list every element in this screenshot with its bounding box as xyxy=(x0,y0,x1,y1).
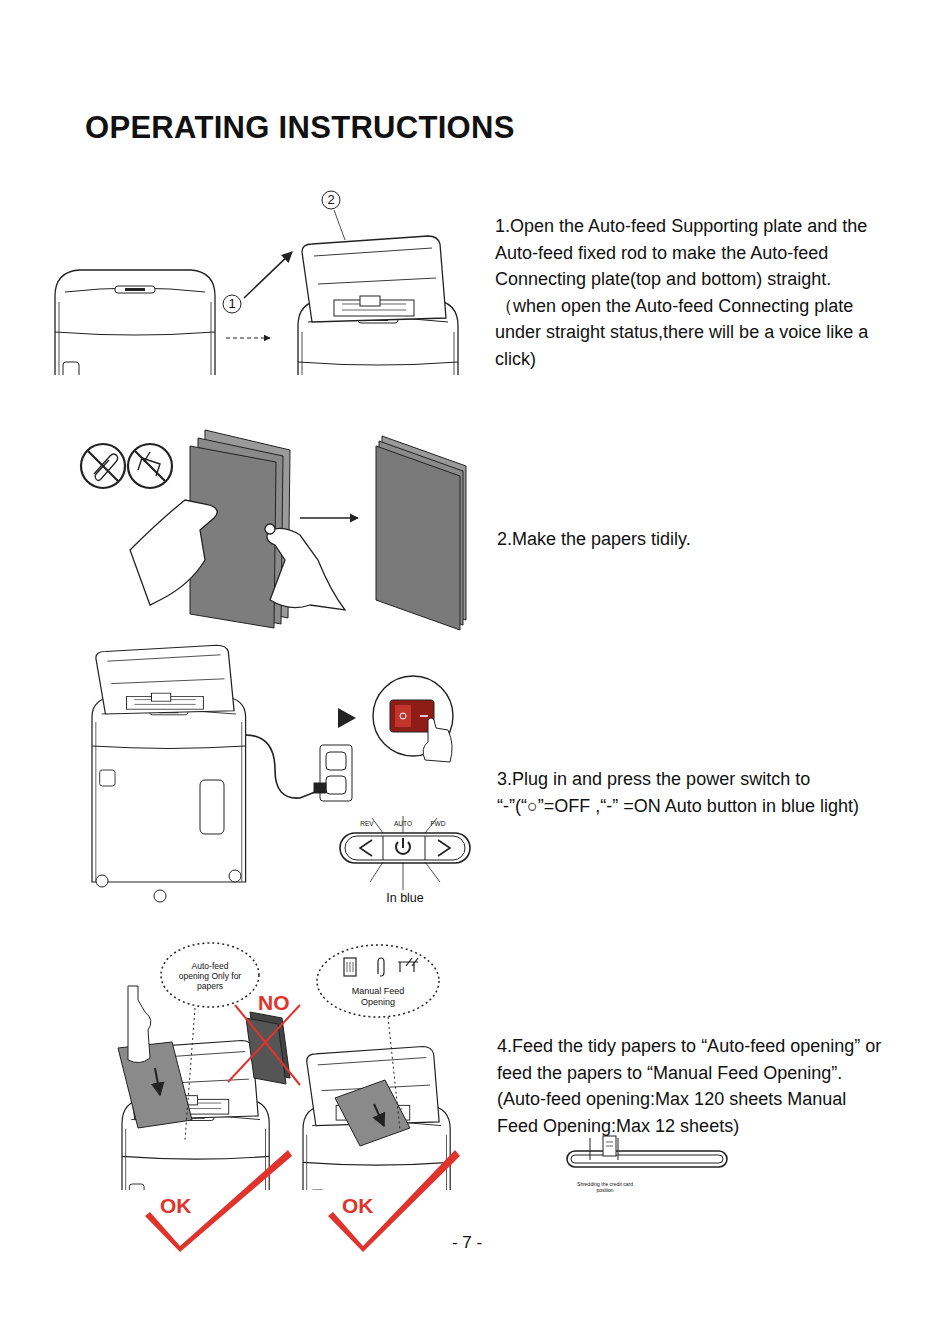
node-text: 2 xyxy=(327,193,334,208)
fade-arrow xyxy=(245,708,356,728)
step-text: 4.Feed the tidy papers to “Auto-feed ope… xyxy=(497,1033,887,1139)
callout-number: 2 xyxy=(321,190,341,210)
button-label: FWD xyxy=(425,820,451,828)
approval-mark: OK xyxy=(160,1193,210,1218)
warning-mark: NO xyxy=(258,990,308,1015)
move-arrow xyxy=(226,338,270,339)
node-text: Manual Feed Opening xyxy=(336,986,420,1007)
step-text: 1.Open the Auto-feed Supporting plate an… xyxy=(495,213,887,372)
step-text: 3.Plug in and press the power switch to … xyxy=(497,766,877,819)
paper-stack-tidy xyxy=(376,436,466,630)
shredder-open xyxy=(298,236,458,375)
callout-bubble: Auto-feed opening Only for papers xyxy=(160,942,260,1008)
callout-bubble: Manual Feed Opening xyxy=(316,944,440,1018)
leader-line xyxy=(388,1017,400,1130)
button-label: AUTO xyxy=(388,820,418,828)
node-outline xyxy=(223,295,241,313)
node-outline xyxy=(317,945,439,1017)
tidy-arrow xyxy=(300,517,358,518)
power-switch xyxy=(373,676,453,762)
check-marks xyxy=(145,1150,460,1252)
leader-line xyxy=(185,1008,195,1140)
control-panel xyxy=(340,816,470,890)
step-text: 2.Make the papers tidily. xyxy=(497,526,877,553)
wall-outlet xyxy=(314,745,352,801)
shredder-closed xyxy=(55,270,215,375)
node-text: Auto-feed opening Only for papers xyxy=(176,962,244,991)
slot-note: Shredding the credit card position xyxy=(573,1181,637,1193)
prohibited-icons xyxy=(81,444,172,488)
indicator-note: In blue xyxy=(378,891,432,906)
page-title: OPERATING INSTRUCTIONS xyxy=(85,106,515,151)
node-outline xyxy=(316,944,440,1018)
callout-number: 1 xyxy=(222,294,242,314)
hands xyxy=(130,500,345,610)
shredder-plugged xyxy=(92,645,246,902)
manual-feed-icons xyxy=(344,958,418,976)
approval-mark: OK xyxy=(342,1193,392,1218)
node-outline xyxy=(322,191,340,209)
power-cord xyxy=(245,735,320,798)
leader-line xyxy=(334,210,345,240)
shredder-manual-feed xyxy=(303,1046,450,1190)
node-text: 1 xyxy=(228,297,235,312)
page-number: - 7 - xyxy=(442,1233,492,1253)
open-arrow xyxy=(244,252,292,298)
credit-card-slot xyxy=(567,1136,727,1167)
button-label: REV xyxy=(354,820,380,828)
node-outline xyxy=(161,943,259,1007)
shredder-auto-feed xyxy=(118,986,269,1190)
rejected-stack xyxy=(228,1005,300,1085)
